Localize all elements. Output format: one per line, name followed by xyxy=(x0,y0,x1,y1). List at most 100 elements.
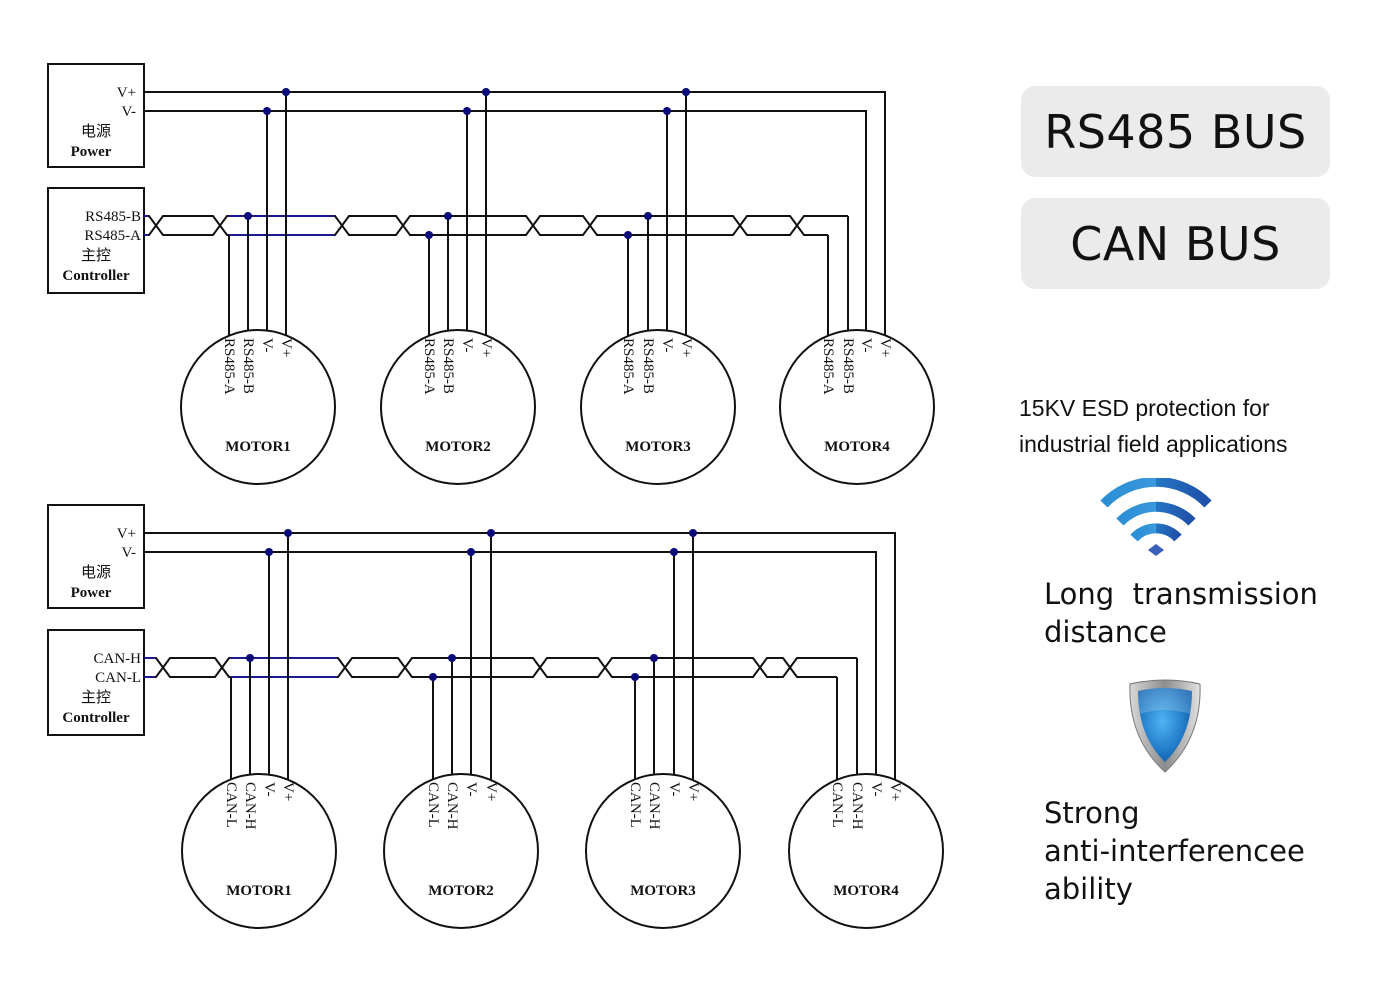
motor-pin-label: V- xyxy=(659,338,675,352)
motor-pin-label: V+ xyxy=(280,782,296,801)
rs485-section: V+V-电源PowerRS485-BRS485-A主控ControllerV+V… xyxy=(47,63,935,485)
controller-en-label: Controller xyxy=(62,268,130,284)
esd-line-2: industrial field applications xyxy=(1019,431,1288,457)
controller-line2-label: RS485-A xyxy=(84,228,141,244)
motor-pin-label: CAN-L xyxy=(425,782,441,828)
junction-dot xyxy=(265,548,273,556)
motor-pin-label: CAN-H xyxy=(849,782,865,830)
power-cn-label: 电源 xyxy=(81,564,111,581)
controller-line2-label: CAN-L xyxy=(95,670,141,686)
junction-dot xyxy=(282,88,290,96)
motor-pin-label: CAN-L xyxy=(223,782,239,828)
rs485-bus-badge: RS485 BUS xyxy=(1021,86,1330,177)
can-bus-label: CAN BUS xyxy=(1070,216,1281,271)
controller-box-outline xyxy=(47,629,145,736)
junction-dot xyxy=(644,212,652,220)
motor-pin-label: RS485-B xyxy=(840,338,856,394)
motor-pin-label: V+ xyxy=(478,338,494,357)
bus-highlight-start xyxy=(144,657,155,678)
junction-dot xyxy=(631,673,639,681)
junction-dot xyxy=(467,548,475,556)
esd-protection-text: 15KV ESD protection for industrial field… xyxy=(1019,390,1288,462)
motor-pin-label: RS485-B xyxy=(640,338,656,394)
controller-box-outline xyxy=(47,187,145,294)
power-cn-label: 电源 xyxy=(81,123,111,140)
motor-pin-label: V- xyxy=(259,338,275,352)
motor-name-label: MOTOR4 xyxy=(833,883,899,899)
motor-name-label: MOTOR3 xyxy=(625,439,691,455)
controller-line1-label: CAN-H xyxy=(94,651,142,667)
can-section: V+V-电源PowerCAN-HCAN-L主控ControllerV+V-CAN… xyxy=(47,504,944,929)
junction-dot xyxy=(670,548,678,556)
motor-pin-label: V- xyxy=(666,782,682,796)
junction-dot xyxy=(425,231,433,239)
motor-circle xyxy=(180,329,336,485)
junction-dot xyxy=(689,529,697,537)
controller-cn-label: 主控 xyxy=(81,689,111,706)
junction-dot xyxy=(650,654,658,662)
motor-name-label: MOTOR2 xyxy=(428,883,494,899)
motor-name-label: MOTOR3 xyxy=(630,883,696,899)
junction-dot xyxy=(463,107,471,115)
power-vplus-label: V+ xyxy=(117,85,136,101)
vplus-rail xyxy=(144,532,896,780)
junction-dot xyxy=(246,654,254,662)
vminus-rail xyxy=(144,110,867,332)
motor-circle xyxy=(585,773,741,929)
bus-wire-a xyxy=(144,657,857,678)
motor-pin-label: V+ xyxy=(483,782,499,801)
junction-dot xyxy=(487,529,495,537)
motor-name-label: MOTOR1 xyxy=(226,883,292,899)
motor-pin-label: V- xyxy=(261,782,277,796)
vminus-rail xyxy=(144,551,877,776)
motor-circle xyxy=(383,773,539,929)
power-box-outline xyxy=(47,504,145,609)
motor-pin-label: CAN-H xyxy=(242,782,258,830)
esd-line-1: 15KV ESD protection for xyxy=(1019,395,1270,421)
motor-name-label: MOTOR4 xyxy=(824,439,890,455)
junction-dot xyxy=(284,529,292,537)
motor-pin-label: RS485-B xyxy=(240,338,256,394)
motor-pin-label: V+ xyxy=(678,338,694,357)
long-line-1: Long transmission xyxy=(1044,577,1318,611)
long-line-2: distance xyxy=(1044,615,1167,649)
motor-name-label: MOTOR2 xyxy=(425,439,491,455)
motor-pin-label: V+ xyxy=(685,782,701,801)
vplus-rail xyxy=(144,91,886,336)
shield-icon xyxy=(1129,679,1201,773)
junction-dot xyxy=(263,107,271,115)
bus-highlight-mid xyxy=(228,215,334,236)
motor-pin-label: CAN-H xyxy=(444,782,460,830)
motor-circle xyxy=(181,773,337,929)
motor-name-label: MOTOR1 xyxy=(225,439,291,455)
wiring-diagram: V+V-电源PowerRS485-BRS485-A主控ControllerV+V… xyxy=(47,63,944,929)
rs485-bus-label: RS485 BUS xyxy=(1044,104,1307,159)
motor-circle xyxy=(380,329,536,485)
can-bus-badge: CAN BUS xyxy=(1021,198,1330,289)
bus-highlight-start xyxy=(144,215,148,236)
junction-dot xyxy=(624,231,632,239)
motor-pin-label: CAN-L xyxy=(627,782,643,828)
motor-circle xyxy=(779,329,935,485)
junction-dot xyxy=(663,107,671,115)
motor-pin-label: V- xyxy=(858,338,874,352)
motor-pin-label: V- xyxy=(868,782,884,796)
junction-dot xyxy=(482,88,490,96)
controller-line1-label: RS485-B xyxy=(85,209,141,225)
motor-pin-label: V- xyxy=(459,338,475,352)
motor-pin-label: V+ xyxy=(877,338,893,357)
wifi-signal-icon xyxy=(1100,478,1212,556)
power-vminus-label: V- xyxy=(122,104,136,120)
strong-line-3: ability xyxy=(1044,872,1133,906)
junction-dot xyxy=(448,654,456,662)
